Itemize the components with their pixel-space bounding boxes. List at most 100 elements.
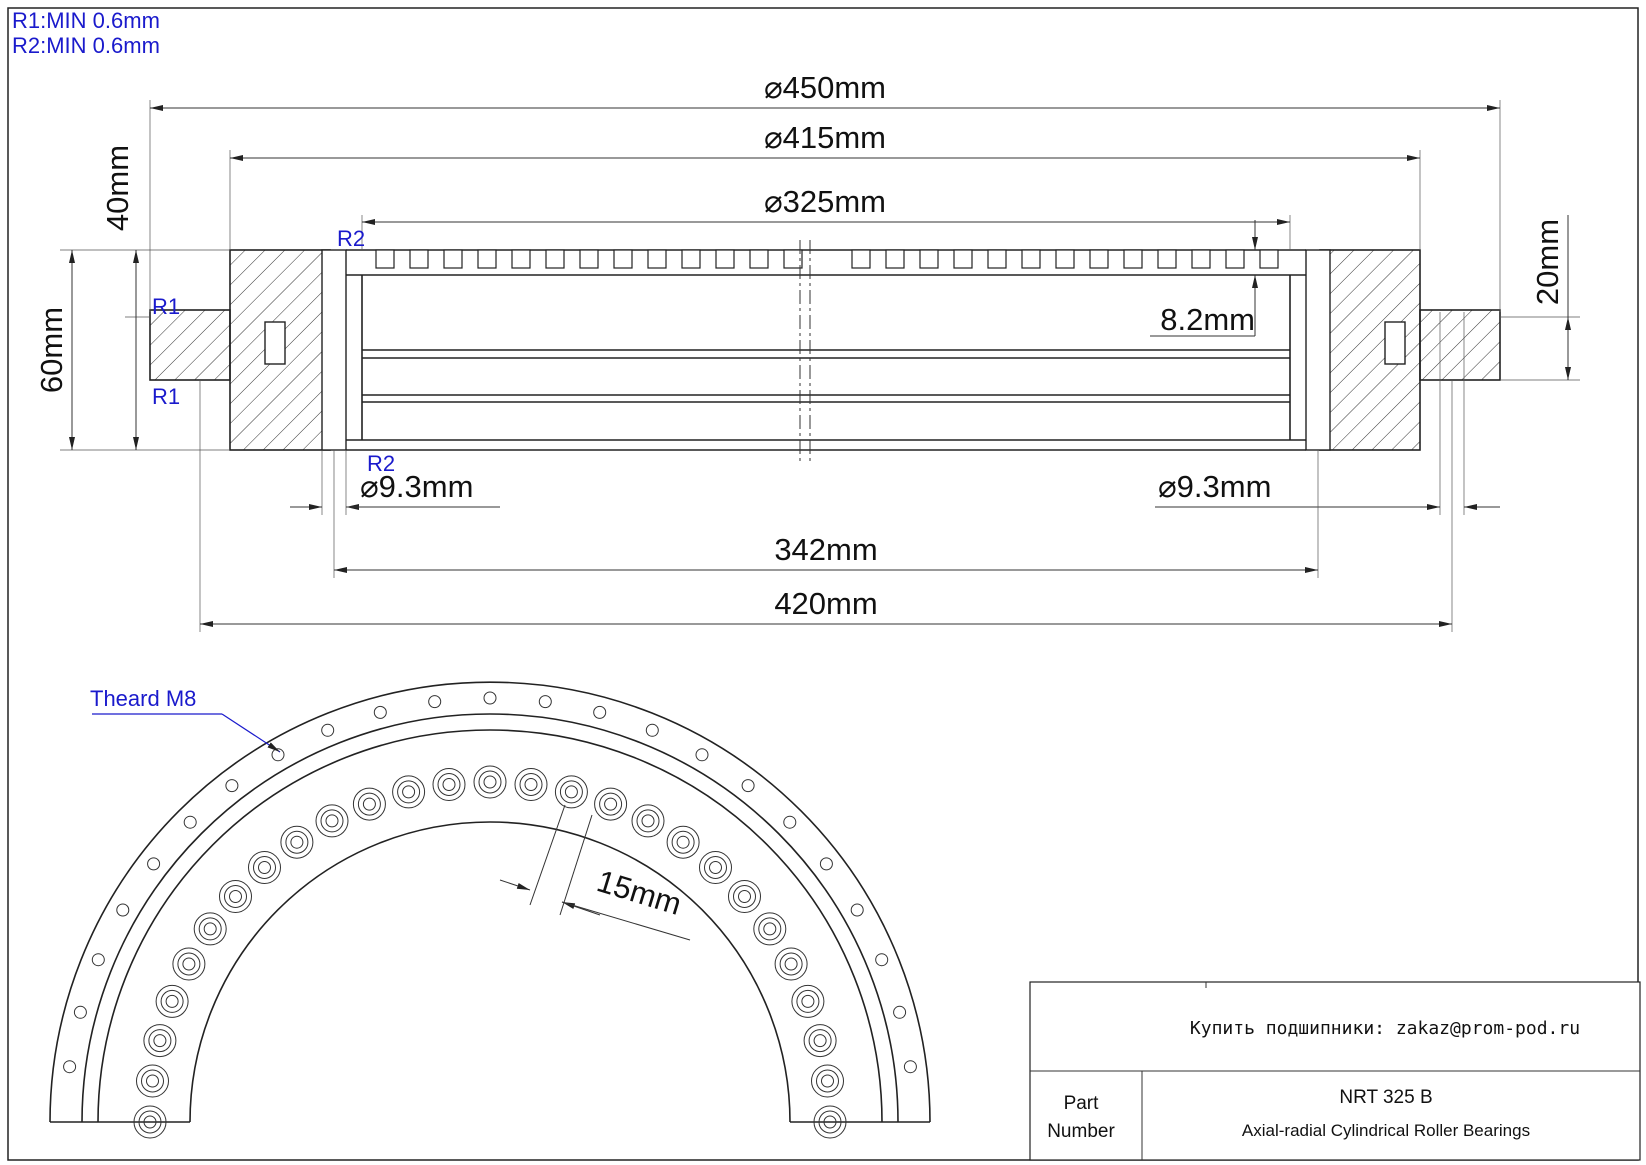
axial-roller-slots	[375, 249, 1279, 269]
roller-pocket	[554, 775, 588, 809]
mounting-hole	[893, 1005, 907, 1019]
left-ring-body	[229, 249, 331, 451]
roller-pocket	[699, 851, 732, 884]
thread-callout: Theard M8	[90, 686, 196, 711]
slot	[1259, 249, 1279, 269]
roller-pocket	[352, 787, 386, 821]
contact-text: Купить подшипники: zakaz@prom-pod.ru	[1190, 1018, 1580, 1039]
dimension-d325: ⌀325mm	[764, 184, 886, 219]
slot	[443, 249, 463, 269]
left-bolt-bore	[321, 249, 347, 451]
mounting-hole	[373, 705, 387, 719]
dimension-d450: ⌀450mm	[764, 70, 886, 105]
right-outer-flange	[1419, 309, 1501, 381]
slot	[1021, 249, 1041, 269]
slot	[1055, 249, 1075, 269]
dimension-d415: ⌀415mm	[764, 120, 886, 155]
slot	[1225, 249, 1245, 269]
slot	[647, 249, 667, 269]
diameter-symbol: ⌀	[360, 469, 379, 504]
roller-pocket	[392, 775, 426, 809]
slot	[987, 249, 1007, 269]
dimension-d450-value: 450mm	[783, 70, 886, 105]
roller-pocket	[803, 1024, 837, 1058]
slot	[1089, 249, 1109, 269]
part-label-line2: Number	[1047, 1121, 1115, 1142]
roller-pocket	[514, 768, 548, 801]
mounting-hole	[850, 903, 864, 917]
mounting-hole	[593, 705, 607, 719]
roller-pocket	[594, 787, 628, 821]
slot	[1157, 249, 1177, 269]
section-view	[149, 240, 1501, 465]
mounting-hole	[73, 1005, 87, 1019]
roller-pocket	[774, 947, 808, 981]
radius-r1-bottom: R1	[152, 384, 180, 409]
slot	[579, 249, 599, 269]
roller-pockets	[133, 765, 847, 1139]
mounting-hole	[903, 1060, 917, 1074]
mounting-hole	[695, 748, 709, 762]
dimension-hole-right: ⌀9.3mm	[1158, 469, 1271, 504]
mounting-hole	[225, 779, 239, 793]
radius-r1-top: R1	[152, 294, 180, 319]
dimension-h8-2: 8.2mm	[1160, 302, 1255, 337]
radius-r2-top: R2	[337, 226, 365, 251]
roller-pocket	[666, 825, 700, 859]
dimension-hole-left: ⌀9.3mm	[360, 469, 473, 504]
title-block: Купить подшипники: zakaz@prom-pod.ru Par…	[1029, 981, 1641, 1161]
dimension-d415-value: 415mm	[783, 120, 886, 155]
slot	[885, 249, 905, 269]
mounting-hole	[741, 779, 755, 793]
part-label-line1: Part	[1064, 1093, 1100, 1114]
dimension-pitch15: 15mm	[593, 863, 686, 922]
dimension-w420: 420mm	[774, 586, 877, 621]
slot	[613, 249, 633, 269]
sheet-border	[7, 7, 1639, 1161]
roller-pocket	[248, 851, 281, 884]
dimension-hole-right-value: 9.3mm	[1177, 469, 1272, 504]
mounting-hole	[116, 903, 130, 917]
mounting-hole	[538, 695, 552, 709]
slot	[375, 249, 395, 269]
slot	[545, 249, 565, 269]
dimension-h40: 40mm	[100, 145, 135, 231]
plan-view: 15mm Theard M8	[49, 681, 931, 1139]
slot	[1123, 249, 1143, 269]
mounting-hole	[183, 815, 197, 829]
roller-pocket	[811, 1064, 844, 1098]
roller-pocket	[473, 765, 507, 799]
mounting-hole	[483, 691, 497, 705]
diameter-symbol: ⌀	[764, 184, 783, 219]
roller-pocket	[631, 804, 665, 838]
slot	[953, 249, 973, 269]
left-outer-flange	[149, 309, 231, 381]
dimension-d325-value: 325mm	[783, 184, 886, 219]
dimension-h60: 60mm	[34, 307, 69, 393]
slot	[783, 249, 803, 269]
diameter-symbol: ⌀	[764, 120, 783, 155]
mounting-hole	[428, 695, 442, 709]
mounting-hole	[91, 953, 105, 967]
slot	[409, 249, 429, 269]
roller-pocket	[753, 912, 787, 946]
roller-pocket	[143, 1024, 177, 1058]
roller-pocket	[432, 768, 466, 801]
slot	[749, 249, 769, 269]
part-number: NRT 325 B	[1339, 1087, 1432, 1108]
dimension-w342: 342mm	[774, 532, 877, 567]
right-bolt-bore	[1305, 249, 1331, 451]
slot	[1191, 249, 1211, 269]
right-radial-roller	[1384, 321, 1406, 365]
mounting-hole	[63, 1060, 77, 1074]
mounting-hole	[645, 723, 659, 737]
roller-pocket	[172, 947, 206, 981]
roller-pocket	[728, 880, 761, 913]
mounting-hole	[819, 857, 833, 871]
mounting-holes-outer	[63, 691, 917, 1074]
roller-pocket	[280, 825, 314, 859]
mounting-hole	[875, 953, 889, 967]
roller-pocket	[133, 1105, 167, 1139]
slot	[919, 249, 939, 269]
